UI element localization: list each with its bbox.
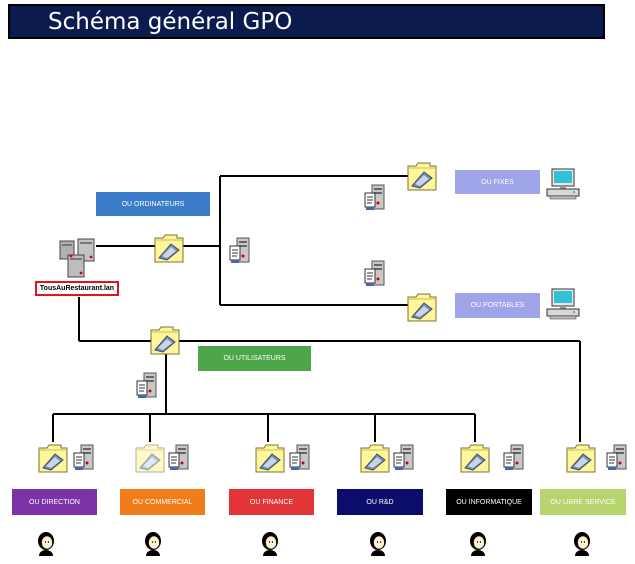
finance-user-icon (259, 530, 281, 561)
libre-service-user-icon (571, 530, 593, 561)
ou-fixes-folder-icon (406, 158, 438, 197)
ou-informatique-label: OU INFORMATIQUE (446, 489, 532, 515)
ou-finance-folder-icon (254, 440, 286, 479)
ou-direction-text: OU DIRECTION (29, 498, 80, 506)
ou-direction-label: OU DIRECTION (12, 489, 97, 515)
finance-policy-icon (289, 443, 311, 478)
ou-portables-text: OU PORTABLES (470, 302, 525, 309)
ou-rnd-folder-icon (359, 440, 391, 479)
direction-policy-icon (73, 443, 95, 478)
ou-finance-label: OU FINANCE (229, 489, 314, 515)
ou-ordinateurs-folder-icon (153, 230, 185, 269)
ou-rnd-label: OU R&D (337, 489, 423, 515)
commercial-policy-icon (168, 443, 190, 478)
ou-commercial-folder-icon (134, 440, 166, 479)
rnd-policy-icon (393, 443, 415, 478)
ou-portables-label: OU PORTABLES (455, 293, 540, 318)
domain-server-icon (58, 237, 98, 284)
portables-computer-icon (546, 288, 580, 325)
ou-fixes-label: OU FIXES (455, 170, 540, 194)
ou-informatique-text: OU INFORMATIQUE (456, 498, 522, 506)
ou-fixes-text: OU FIXES (481, 178, 514, 186)
ou-libre-service-folder-icon (565, 440, 597, 479)
title-bar: Schéma général GPO (8, 4, 605, 39)
ou-libre-service-label: OU LIBRE SERVICE (540, 489, 626, 515)
page-title: Schéma général GPO (48, 9, 293, 35)
fixes-policy-icon (364, 183, 386, 218)
utilisateurs-policy-icon (136, 371, 158, 406)
portables-policy-icon (364, 259, 386, 294)
ou-rnd-text: OU R&D (366, 498, 394, 506)
ou-ordinateurs-text: OU ORDINATEURS (121, 200, 185, 208)
ou-libre-service-text: OU LIBRE SERVICE (550, 498, 616, 506)
ou-informatique-folder-icon (459, 440, 491, 479)
fixes-computer-icon (546, 168, 580, 205)
direction-user-icon (35, 530, 57, 561)
commercial-user-icon (142, 530, 164, 561)
ou-commercial-label: OU COMMERCIAL (120, 489, 205, 515)
rnd-user-icon (367, 530, 389, 561)
ou-portables-folder-icon (406, 289, 438, 328)
ou-utilisateurs-folder-icon (149, 322, 181, 361)
ordinateurs-policy-icon (229, 236, 251, 271)
ou-commercial-text: OU COMMERCIAL (132, 498, 193, 506)
ou-utilisateurs-label: OU UTILISATEURS (198, 346, 311, 371)
domain-name-text: TousAuRestaurant.lan (39, 285, 115, 292)
ou-finance-text: OU FINANCE (249, 498, 294, 506)
ou-utilisateurs-text: OU UTILISATEURS (223, 355, 286, 362)
ou-direction-folder-icon (37, 440, 69, 479)
ou-ordinateurs-label: OU ORDINATEURS (96, 192, 210, 216)
domain-name-box: TousAuRestaurant.lan (35, 281, 119, 296)
informatique-policy-icon (503, 443, 525, 478)
informatique-user-icon (467, 530, 489, 561)
libre-service-policy-icon (606, 443, 628, 478)
